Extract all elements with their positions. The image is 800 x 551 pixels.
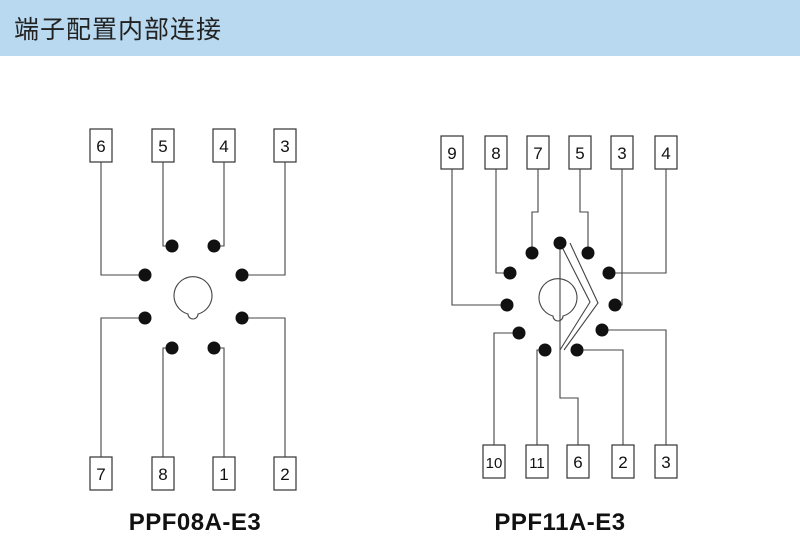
pin-label: 5 — [575, 144, 584, 163]
pin-label: 9 — [447, 144, 456, 163]
diagram-ppf08a: 6 5 4 3 7 8 1 2 — [89, 128, 297, 536]
pin-label: 4 — [219, 137, 228, 156]
contact-dot — [581, 246, 595, 260]
contact-dot — [165, 341, 179, 355]
contact-dot — [165, 239, 179, 253]
key-socket — [538, 278, 578, 322]
pin-box: 7 — [89, 456, 113, 491]
pin-box: 2 — [273, 456, 297, 491]
contact-dot — [553, 236, 567, 250]
pin-label: 11 — [529, 455, 545, 472]
page-title: 端子配置内部连接 — [14, 16, 223, 44]
model-label: PPF08A-E3 — [129, 509, 262, 536]
pin-box: 5 — [151, 128, 175, 163]
contact-dot — [512, 326, 526, 340]
wires — [100, 162, 286, 457]
pin-label: 3 — [617, 144, 626, 163]
pin-box: 6 — [89, 128, 113, 163]
pin-label: 2 — [618, 453, 627, 472]
pin-label: 3 — [661, 453, 670, 472]
pin-box: 2 — [611, 444, 635, 479]
pin-box: 1 — [212, 456, 236, 491]
pin-box: 5 — [568, 135, 592, 170]
diagram-ppf11a: 9 8 7 5 3 4 10 11 — [440, 135, 678, 536]
pin-box: 4 — [654, 135, 678, 170]
pin-label: 4 — [661, 144, 670, 163]
pin-box: 4 — [212, 128, 236, 163]
pin-label: 3 — [280, 137, 289, 156]
pin-label: 7 — [96, 465, 105, 484]
pin-box: 11 — [525, 444, 549, 479]
pin-box: 7 — [526, 135, 550, 170]
contact-dot — [235, 311, 249, 325]
pin-label: 8 — [158, 465, 167, 484]
header-bar: 端子配置内部连接 — [0, 0, 800, 56]
contacts — [500, 236, 622, 357]
pin-box: 3 — [273, 128, 297, 163]
pin-box: 8 — [151, 456, 175, 491]
pin-box: 9 — [440, 135, 464, 170]
wires — [451, 169, 667, 445]
pin-label: 5 — [158, 137, 167, 156]
contact-dot — [570, 343, 584, 357]
contact-dot — [503, 266, 517, 280]
pin-box: 3 — [610, 135, 634, 170]
contact-dot — [602, 266, 616, 280]
contact-dot — [207, 239, 221, 253]
pin-label: 10 — [486, 455, 503, 472]
contact-dot — [595, 323, 609, 337]
model-label: PPF11A-E3 — [494, 509, 625, 536]
pin-label: 2 — [280, 465, 289, 484]
contact-dot — [608, 298, 622, 312]
contact-dot — [525, 246, 539, 260]
pin-box: 10 — [482, 444, 506, 479]
contact-dot — [138, 311, 152, 325]
pin-box: 6 — [566, 444, 590, 479]
pin-label: 6 — [96, 137, 105, 156]
pin-box: 8 — [484, 135, 508, 170]
contact-dot — [235, 268, 249, 282]
contact-dot — [207, 341, 221, 355]
pin-label: 6 — [573, 453, 582, 472]
contact-dot — [138, 268, 152, 282]
key-socket — [173, 276, 213, 320]
pin-label: 1 — [219, 465, 228, 484]
pin-box: 3 — [654, 444, 678, 479]
pin-label: 7 — [533, 144, 542, 163]
pin-label: 8 — [491, 144, 500, 163]
contacts — [138, 239, 249, 355]
contact-dot — [538, 343, 552, 357]
contact-dot — [500, 298, 514, 312]
